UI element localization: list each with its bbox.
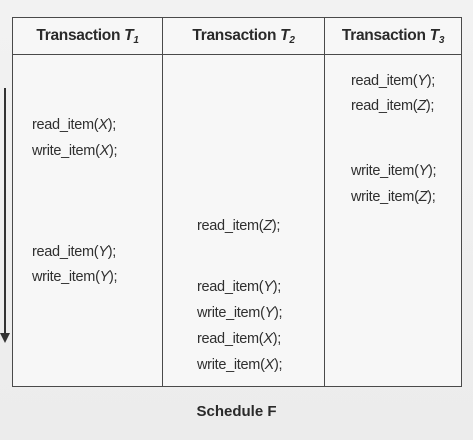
header-t3: Transaction T3 xyxy=(324,17,462,55)
header-t1-var: T xyxy=(124,26,134,44)
header-row: Transaction T1 Transaction T2 Transactio… xyxy=(12,17,462,55)
t2-op: write_item(Y); xyxy=(197,305,283,321)
op-arg: Y xyxy=(263,279,273,295)
time-arrow-head-icon xyxy=(0,333,10,343)
t3-op: read_item(Z); xyxy=(351,98,434,114)
op-fn: write_item( xyxy=(197,357,265,373)
column-t1: read_item(X); write_item(X); read_item(Y… xyxy=(12,54,163,387)
op-arg: Y xyxy=(98,244,108,260)
header-t3-sub: 3 xyxy=(438,34,445,46)
op-fn: write_item( xyxy=(197,305,265,321)
op-arg: Z xyxy=(263,218,272,234)
op-fn: read_item( xyxy=(197,279,264,295)
op-fn: read_item( xyxy=(351,73,418,89)
op-end: ); xyxy=(272,279,282,295)
op-arg: X xyxy=(263,331,273,347)
op-end: ); xyxy=(426,73,436,89)
header-t1: Transaction T1 xyxy=(12,17,163,55)
op-end: ); xyxy=(107,117,117,133)
op-arg: Y xyxy=(418,163,429,179)
t2-op: read_item(X); xyxy=(197,331,281,347)
t1-op: write_item(X); xyxy=(32,143,118,159)
t1-op: read_item(Y); xyxy=(32,244,116,260)
op-end: ); xyxy=(271,218,281,234)
op-arg: Z xyxy=(417,98,426,114)
column-t2: read_item(Z); read_item(Y); write_item(Y… xyxy=(162,54,325,387)
op-fn: write_item( xyxy=(351,163,419,179)
op-fn: read_item( xyxy=(351,98,418,114)
column-t3: read_item(Y); read_item(Z); write_item(Y… xyxy=(324,54,462,387)
header-t3-prefix: Transaction xyxy=(341,26,430,44)
op-fn: read_item( xyxy=(32,117,99,133)
t1-op: write_item(Y); xyxy=(32,269,118,285)
op-arg: Y xyxy=(99,269,110,285)
op-fn: read_item( xyxy=(197,331,264,347)
header-t3-var: T xyxy=(429,26,439,44)
time-arrow-line xyxy=(4,88,6,336)
op-end: ); xyxy=(427,163,437,179)
op-end: ); xyxy=(108,269,118,285)
op-arg: Y xyxy=(417,73,427,89)
header-t1-sub: 1 xyxy=(133,34,139,46)
header-t2-sub: 2 xyxy=(289,34,295,46)
op-arg: Z xyxy=(418,189,428,205)
t1-op: read_item(X); xyxy=(32,117,116,133)
op-end: ); xyxy=(272,331,282,347)
t2-op: read_item(Z); xyxy=(197,218,280,234)
op-arg: X xyxy=(264,357,275,373)
op-arg: X xyxy=(99,143,110,159)
op-arg: X xyxy=(98,117,108,133)
op-arg: Y xyxy=(264,305,275,321)
t3-op: read_item(Y); xyxy=(351,73,435,89)
op-fn: read_item( xyxy=(32,244,99,260)
op-end: ); xyxy=(427,189,436,205)
schedule-table: Transaction T1 Transaction T2 Transactio… xyxy=(12,17,462,387)
op-end: ); xyxy=(273,357,283,373)
header-t2-prefix: Transaction xyxy=(192,26,281,44)
t2-op: read_item(Y); xyxy=(197,279,281,295)
op-fn: write_item( xyxy=(32,143,100,159)
header-t2-var: T xyxy=(280,26,290,44)
op-end: ); xyxy=(425,98,435,114)
op-end: ); xyxy=(107,244,117,260)
header-t1-prefix: Transaction xyxy=(36,26,125,44)
t3-op: write_item(Y); xyxy=(351,163,437,179)
op-fn: write_item( xyxy=(32,269,100,285)
op-end: ); xyxy=(108,143,118,159)
op-fn: write_item( xyxy=(351,189,419,205)
body-row: read_item(X); write_item(X); read_item(Y… xyxy=(12,54,462,387)
t3-op: write_item(Z); xyxy=(351,189,436,205)
header-t2: Transaction T2 xyxy=(162,17,325,55)
op-fn: read_item( xyxy=(197,218,264,234)
op-end: ); xyxy=(273,305,283,321)
schedule-caption: Schedule F xyxy=(196,403,277,420)
t2-op: write_item(X); xyxy=(197,357,283,373)
